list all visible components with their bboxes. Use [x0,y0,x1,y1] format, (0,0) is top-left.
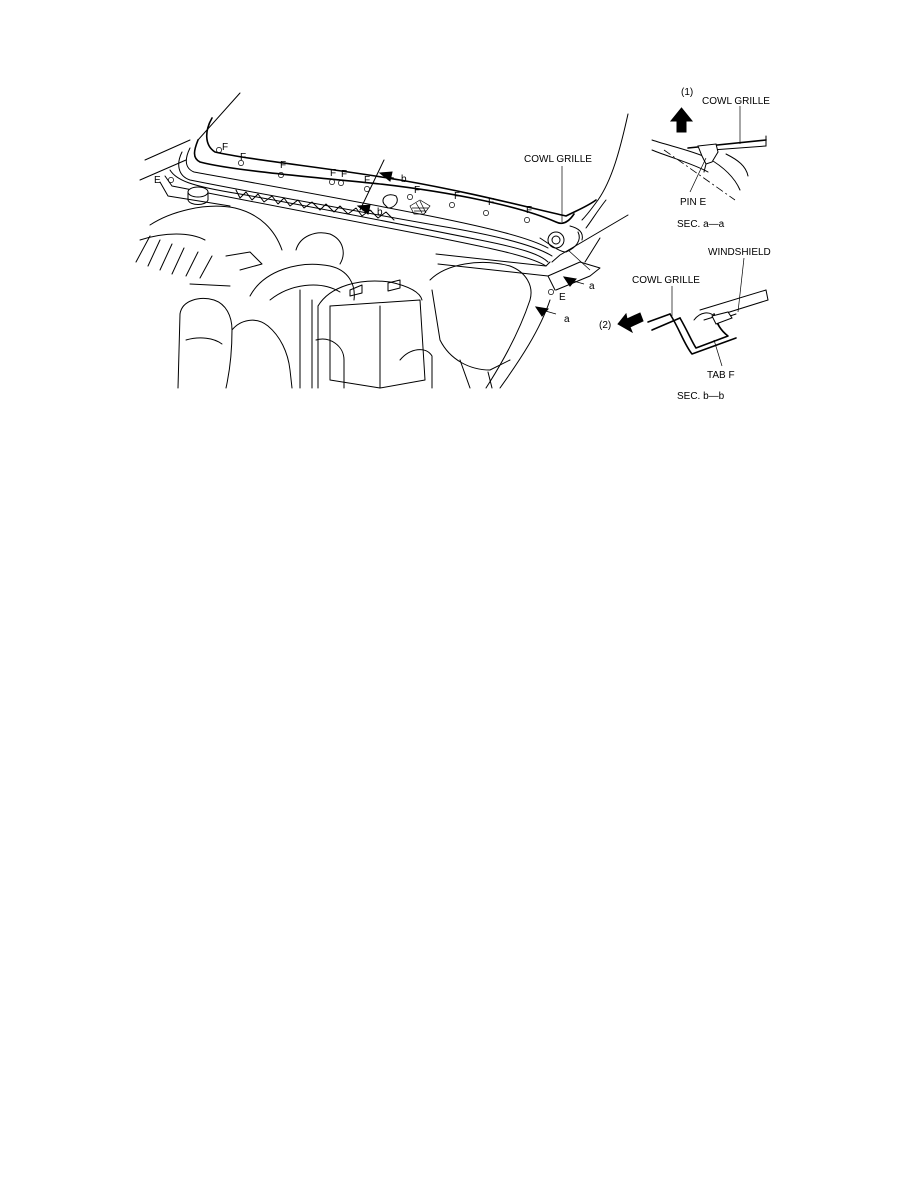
section-a-a: (1) COWL GRILLE PIN E SEC. a—a [651,87,770,230]
tab-f-label-9: F [488,197,494,208]
lift-up-arrow-icon [669,107,694,133]
pin-e-leader [689,157,707,193]
pin-e-label-left: E [154,175,161,186]
pin-e-shape [697,143,719,165]
tab-f-label-5: F [341,169,347,180]
tab-f-label-3: F [280,160,286,171]
section-b-label-bottom: b [377,207,383,218]
section-a-label-top: a [589,281,595,292]
main-labels: COWL GRILLE F F F F F F F F F F E E b b … [154,142,595,325]
tab-f-label-7: F [414,185,420,196]
tab-f-label-4: F [330,168,336,179]
windshield-label: WINDSHIELD [708,247,771,258]
tab-f-label-2: F [240,152,246,163]
pin-e-label: PIN E [680,197,706,208]
section-b-label-top: b [401,174,407,185]
tab-f-shape [711,311,733,325]
step-1-label: (1) [681,87,693,98]
section-b-b: (2) COWL GRILLE WINDSHIELD TAB F SEC. b—… [599,247,771,402]
cowl-grille-label-a: COWL GRILLE [702,96,770,107]
windshield-outline [197,92,629,229]
tab-f-leader [713,339,723,367]
cowl-grille-label: COWL GRILLE [524,154,592,165]
step-2-label: (2) [599,320,611,331]
section-a-label-bottom: a [564,314,570,325]
tab-f-label-6: F [364,175,370,186]
tab-f-label-1: F [222,142,228,153]
engine-bay-sketch [135,186,601,389]
tab-f-label: TAB F [707,370,735,381]
fender-lines [139,139,629,263]
pin-e-label-right: E [559,292,566,303]
pull-direction-arrow-icon [617,312,644,334]
windshield-leader [737,257,745,313]
cowl-grille-panel [159,117,597,267]
main-view: COWL GRILLE F F F F F F F F F F E E b b … [135,92,629,389]
tab-f-label-10: F [526,205,532,216]
section-markers [356,159,591,317]
clip-holes [168,147,554,295]
tab-f-label-8: F [454,191,460,202]
section-b-title: SEC. b—b [677,391,725,402]
cowl-grille-label-b: COWL GRILLE [632,275,700,286]
section-a-title: SEC. a—a [677,219,725,230]
